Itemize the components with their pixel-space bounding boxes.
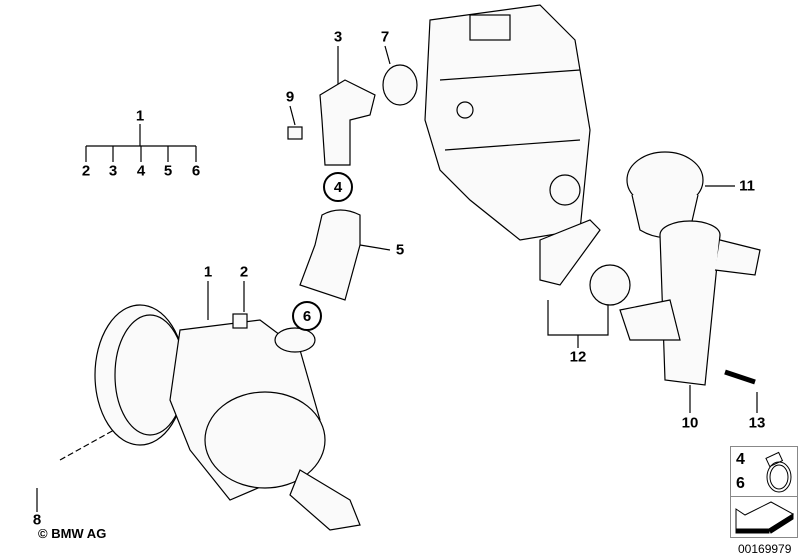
- legend-divider: [731, 496, 797, 497]
- callout-6[interactable]: 6: [292, 301, 322, 331]
- callout-3[interactable]: 3: [333, 28, 343, 46]
- callout-1[interactable]: 1: [203, 263, 213, 281]
- hose: [299, 209, 361, 301]
- callout-13[interactable]: 13: [748, 414, 766, 432]
- callout-2[interactable]: 2: [239, 263, 249, 281]
- tree-lines: [85, 124, 197, 162]
- tree-parent-label: 1: [135, 107, 145, 125]
- thermostat: [539, 219, 631, 306]
- tree-child-label: 6: [191, 162, 201, 180]
- diagram-number: 00169979: [738, 542, 792, 556]
- water-pump: [94, 304, 361, 531]
- callout-12[interactable]: 12: [569, 348, 587, 366]
- callout-10[interactable]: 10: [681, 414, 699, 432]
- hose-clamp-icon: [765, 451, 792, 493]
- tree-child-label: 4: [136, 162, 146, 180]
- tree-child-label: 5: [163, 162, 173, 180]
- legend-label: 4: [736, 451, 745, 468]
- thermostat-housing: [619, 220, 761, 386]
- callout-8[interactable]: 8: [32, 511, 42, 529]
- callout-7[interactable]: 7: [380, 28, 390, 46]
- tree-child-label: 2: [81, 162, 91, 180]
- callout-4[interactable]: 4: [323, 172, 353, 202]
- callout-11[interactable]: 11: [739, 177, 755, 195]
- callout-5[interactable]: 5: [395, 241, 405, 259]
- engine-block: [424, 4, 591, 241]
- legend-box: 4 6: [730, 446, 798, 538]
- elbow: [287, 64, 418, 166]
- callout-9[interactable]: 9: [285, 88, 295, 106]
- arrow-icon: [735, 501, 794, 534]
- tree-child-label: 3: [108, 162, 118, 180]
- copyright: © BMW AG: [38, 526, 107, 541]
- legend-label: 6: [736, 475, 745, 492]
- bolt-13: [724, 369, 756, 385]
